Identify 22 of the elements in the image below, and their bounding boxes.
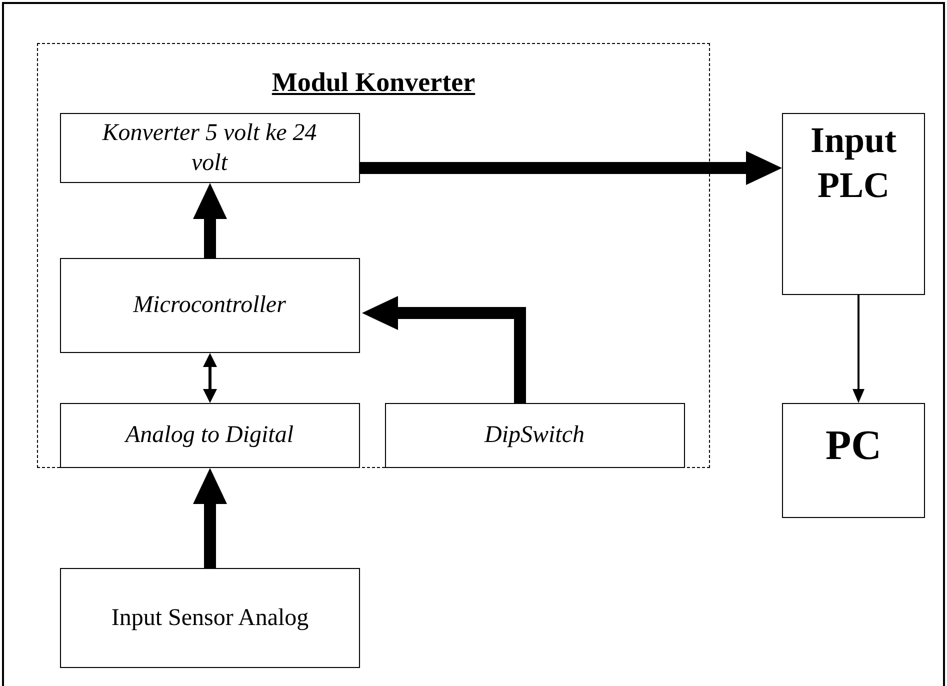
process-box — [60, 568, 360, 668]
dashed-group-box — [37, 43, 710, 468]
process-box — [782, 403, 925, 518]
process-box — [782, 113, 925, 295]
box-label: Microcontroller — [132, 291, 287, 320]
box-label: Konverter 5 volt ke 24 volt — [101, 118, 318, 178]
arrow — [362, 296, 526, 403]
box-label: DipSwitch — [483, 421, 586, 450]
process-box — [60, 112, 360, 182]
process-box — [60, 258, 360, 352]
arrow — [193, 468, 227, 568]
arrow — [360, 151, 782, 185]
box-label: Input PLC — [809, 119, 898, 207]
box-label: Analog to Digital — [123, 421, 294, 450]
arrow — [852, 295, 864, 403]
process-box — [60, 402, 360, 468]
box-label: PC — [826, 422, 882, 471]
arrow — [203, 353, 217, 403]
process-box — [384, 402, 684, 468]
arrow — [193, 183, 227, 258]
group-title: Modul Konverter — [272, 67, 476, 97]
box-label: Input Sensor Analog — [110, 604, 310, 633]
